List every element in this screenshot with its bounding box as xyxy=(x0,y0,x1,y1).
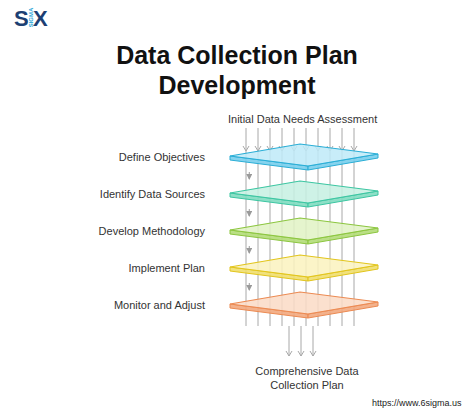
layer-label: Identify Data Sources xyxy=(96,188,205,200)
flow-line xyxy=(289,326,290,356)
layer-node: Implement Plan xyxy=(96,253,380,283)
flow-arrowhead xyxy=(298,351,304,356)
layer-slab xyxy=(228,179,380,209)
layer-label: Monitor and Adjust xyxy=(96,299,205,311)
layer-slab xyxy=(228,216,380,246)
layer-node: Define Objectives xyxy=(96,142,380,172)
flow-arrowhead xyxy=(243,146,249,151)
layer-label: Develop Methodology xyxy=(96,225,205,237)
flow-arrowhead xyxy=(286,351,292,356)
layer-node: Identify Data Sources xyxy=(96,179,380,209)
layer-slab xyxy=(228,290,380,320)
flow-line xyxy=(313,326,314,356)
layer-slab xyxy=(228,253,380,283)
flow-connector xyxy=(249,172,250,179)
flow-line xyxy=(301,326,302,356)
layer-label: Define Objectives xyxy=(96,151,205,163)
input-label: Initial Data Needs Assessment xyxy=(228,113,377,125)
flow-connector xyxy=(249,283,250,290)
layer-node: Develop Methodology xyxy=(96,216,380,246)
flow-connector xyxy=(249,209,250,216)
website-url: https://www.6sigma.us xyxy=(372,398,462,408)
logo-letter: X xyxy=(33,6,48,32)
layer-node: Monitor and Adjust xyxy=(96,290,380,320)
layer-slab xyxy=(228,142,380,172)
flow-connector xyxy=(249,246,250,253)
diagram-title: Data Collection Plan Development xyxy=(87,40,387,100)
output-label: Comprehensive Data Collection Plan xyxy=(232,364,382,392)
flow-arrowhead xyxy=(310,351,316,356)
layer-label: Implement Plan xyxy=(96,262,205,274)
logo-letter: S xyxy=(14,6,29,32)
